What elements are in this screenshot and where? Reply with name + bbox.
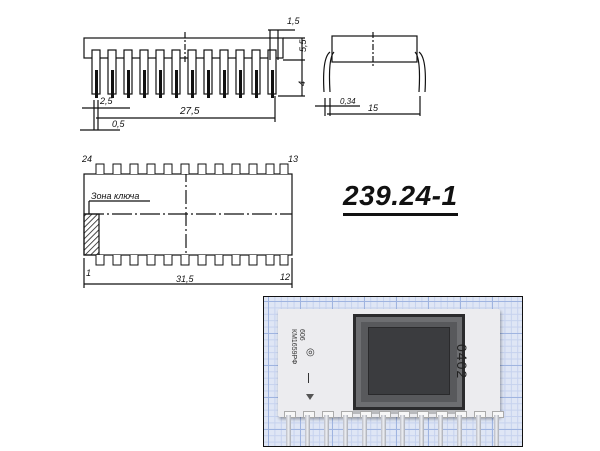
dim-lead-length: 4 bbox=[297, 81, 307, 86]
dim-row-spacing: 15 bbox=[368, 103, 379, 113]
pin-label-1: 1 bbox=[86, 268, 91, 278]
chip-photo: 606 КМ1659РФ ◎ 0402 bbox=[263, 296, 523, 447]
key-zone-label: Зона ключа bbox=[91, 191, 139, 201]
chip-marking: 606 КМ1659РФ bbox=[290, 329, 305, 365]
dim-pin-width: 0,5 bbox=[112, 119, 126, 129]
chip-body: 606 КМ1659РФ ◎ 0402 bbox=[278, 309, 500, 417]
pin-label-13: 13 bbox=[288, 154, 298, 164]
chip-date-code: 0402 bbox=[454, 344, 470, 380]
dim-lead-thickness: 0,34 bbox=[340, 97, 356, 106]
manufacturer-logo-icon: ◎ bbox=[306, 347, 315, 358]
side-elevation-drawing: 1,5 5,5 4 2,5 27,5 0,5 0,34 15 bbox=[80, 16, 426, 288]
dim-length: 31,5 bbox=[176, 274, 195, 284]
pin-label-24: 24 bbox=[81, 154, 92, 164]
key-triangle-icon bbox=[306, 394, 314, 400]
dim-pin-pitch: 2,5 bbox=[99, 96, 114, 106]
chip-lid bbox=[353, 314, 465, 410]
pin-label-12: 12 bbox=[280, 272, 290, 282]
dim-pin-span: 27,5 bbox=[179, 106, 200, 117]
dim-body-height: 5,5 bbox=[298, 38, 308, 52]
dim-lead-offset: 1,5 bbox=[287, 16, 301, 26]
pin1-mark bbox=[308, 373, 309, 383]
package-title: 239.24-1 bbox=[343, 180, 458, 216]
